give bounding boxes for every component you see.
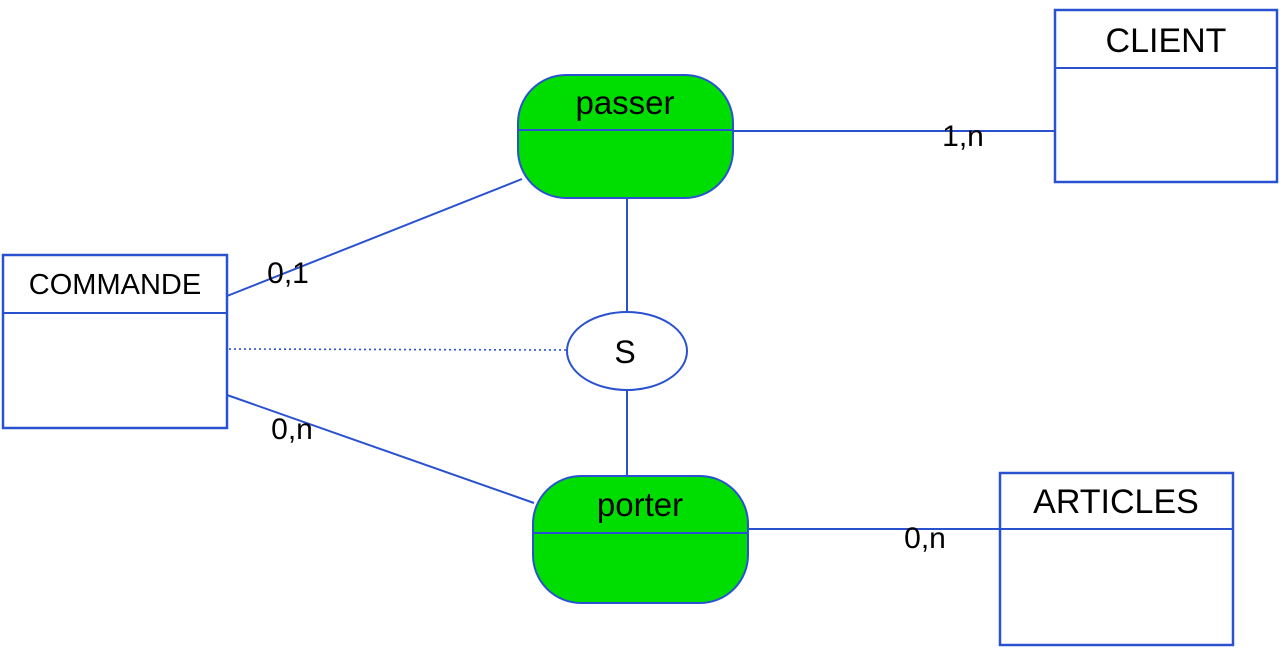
entity-client: CLIENT	[1053, 8, 1279, 184]
cardinality-commande-porter: 0,n	[271, 413, 313, 446]
relationship-porter-box	[532, 475, 749, 604]
cardinality-commande-passer: 0,1	[267, 257, 309, 290]
cardinality-passer-client: 1,n	[942, 120, 984, 153]
cardinality-porter-articles: 0,n	[904, 522, 946, 555]
constraint-s-ellipse	[566, 311, 688, 391]
connector-commande-passer	[226, 178, 523, 297]
relationship-passer-box	[517, 74, 734, 199]
relationship-porter: porter	[532, 475, 749, 604]
connector-dotted-commande-constraint	[223, 348, 568, 351]
entity-commande-box	[1, 253, 229, 430]
entity-commande-title: COMMANDE	[29, 269, 201, 301]
entity-articles-title: ARTICLES	[1033, 483, 1199, 521]
connector-commande-porter	[226, 394, 535, 504]
entity-articles-box	[998, 471, 1235, 647]
entity-commande: COMMANDE	[1, 253, 229, 430]
constraint-s-label: S	[614, 334, 635, 370]
entity-client-title: CLIENT	[1106, 22, 1227, 60]
relationship-passer-title: passer	[575, 84, 674, 121]
entity-articles: ARTICLES	[998, 471, 1235, 647]
relationship-porter-title: porter	[597, 486, 683, 523]
relationship-passer: passer	[517, 74, 734, 199]
constraint-s: S	[566, 311, 688, 391]
entity-client-box	[1053, 8, 1279, 184]
